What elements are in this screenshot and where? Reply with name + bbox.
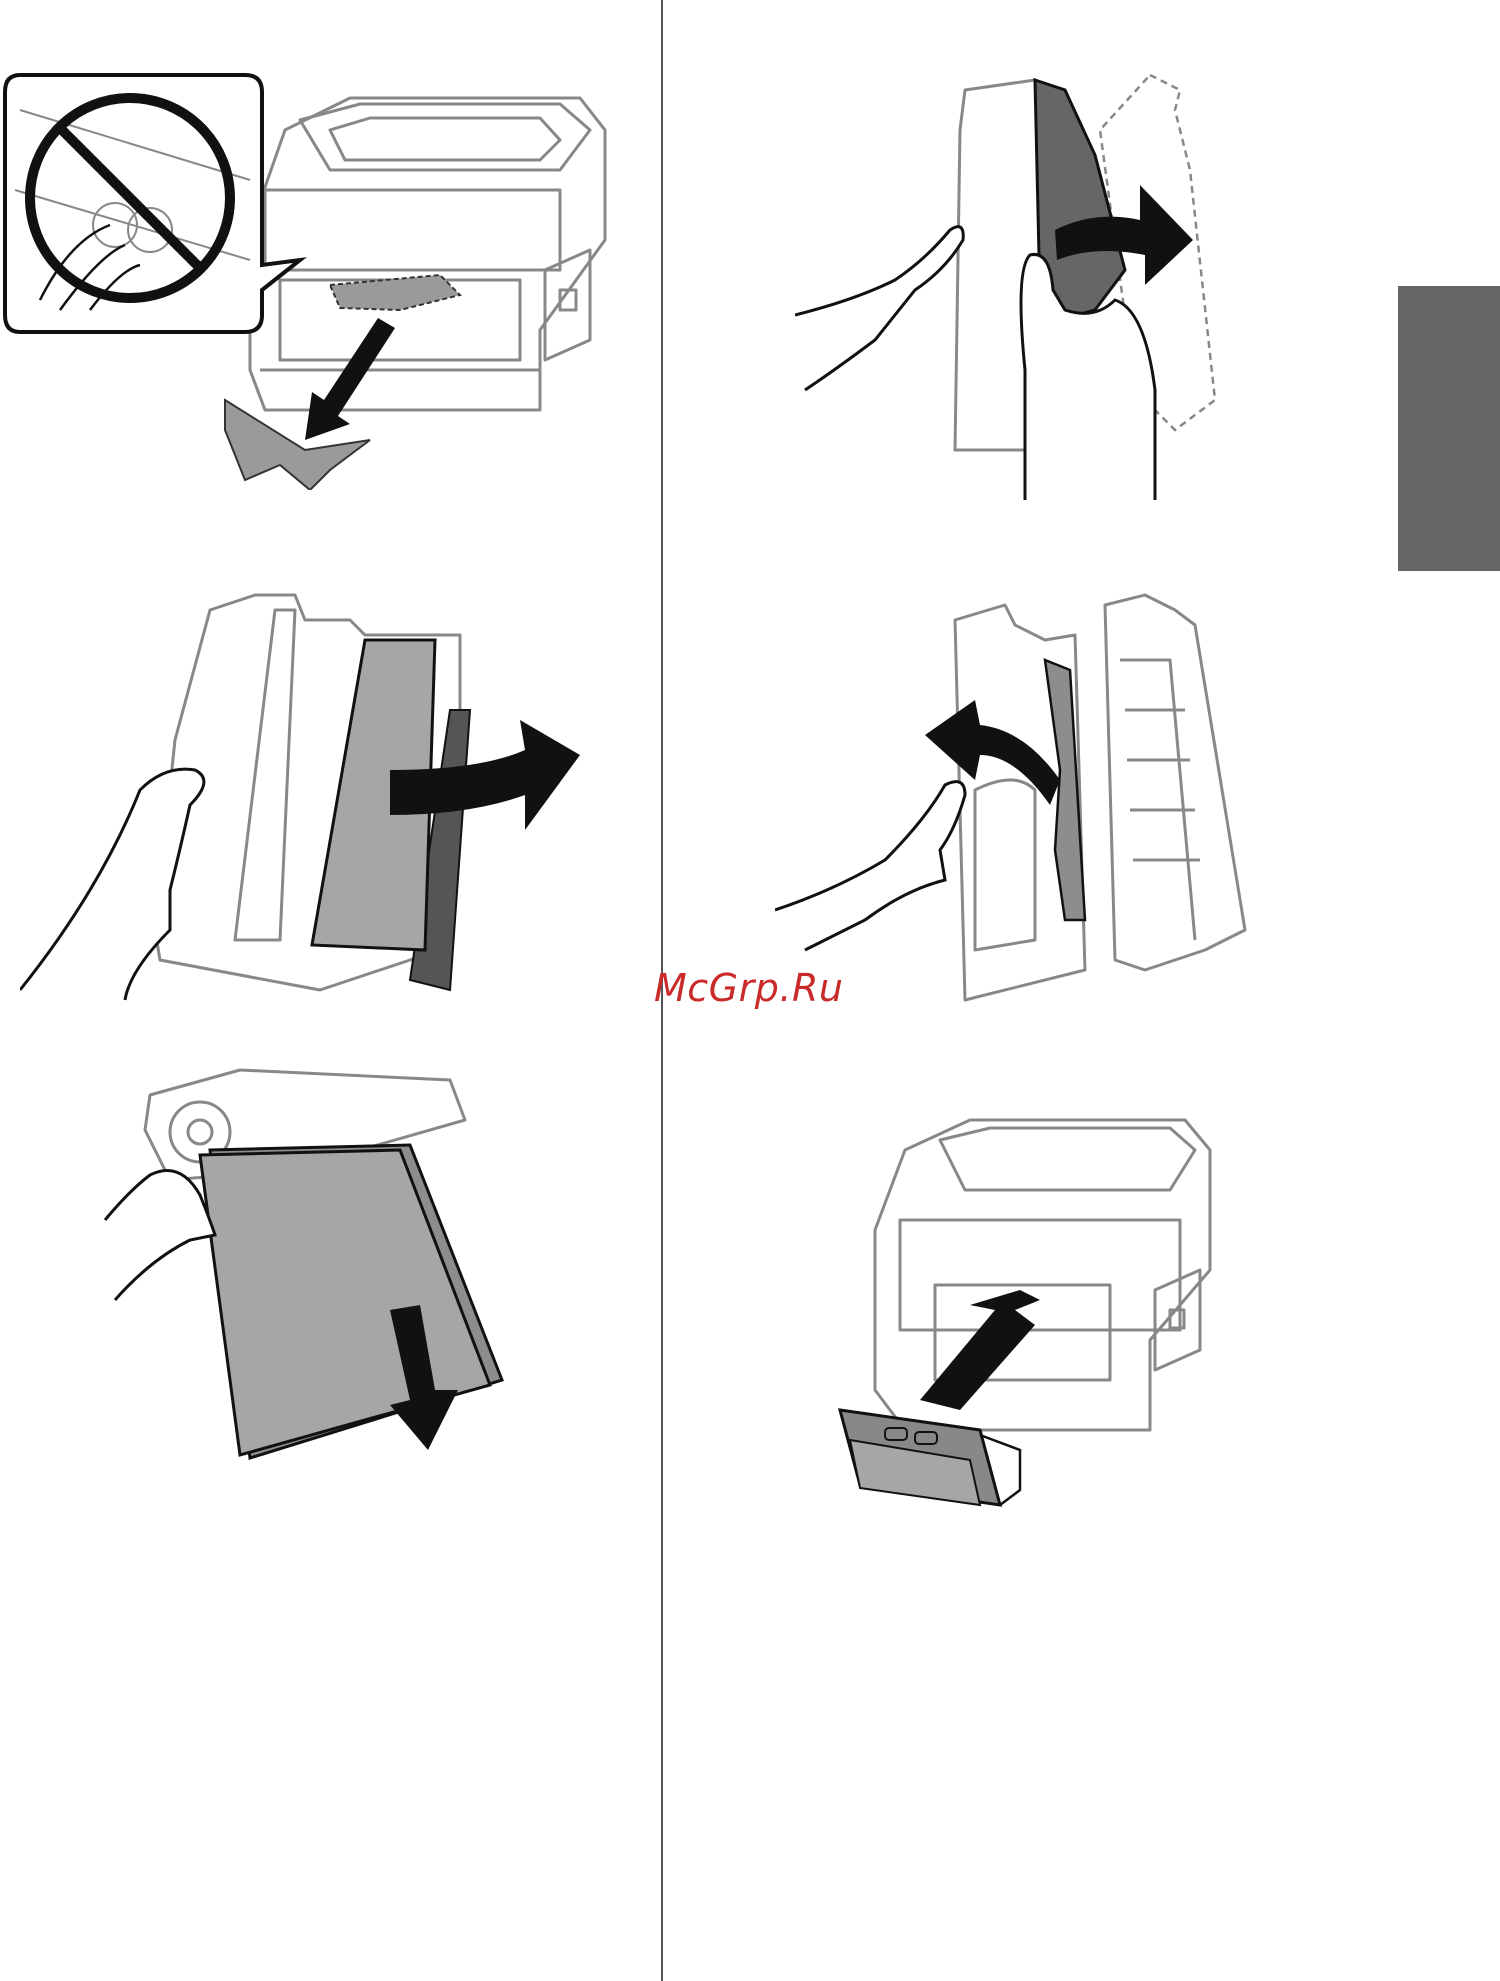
remove-paper-from-rear-unit-icon	[20, 590, 590, 1010]
reattach-rear-unit-icon	[790, 1110, 1250, 1520]
pull-paper-down-icon	[90, 1060, 530, 1460]
watermark-text: McGrp.Ru	[654, 966, 843, 1010]
section-tab-marker	[1398, 286, 1500, 571]
printer-remove-jammed-paper-icon	[0, 70, 620, 490]
open-rear-cover-icon	[795, 70, 1245, 500]
remove-paper-inside-unit-icon	[775, 590, 1255, 1010]
